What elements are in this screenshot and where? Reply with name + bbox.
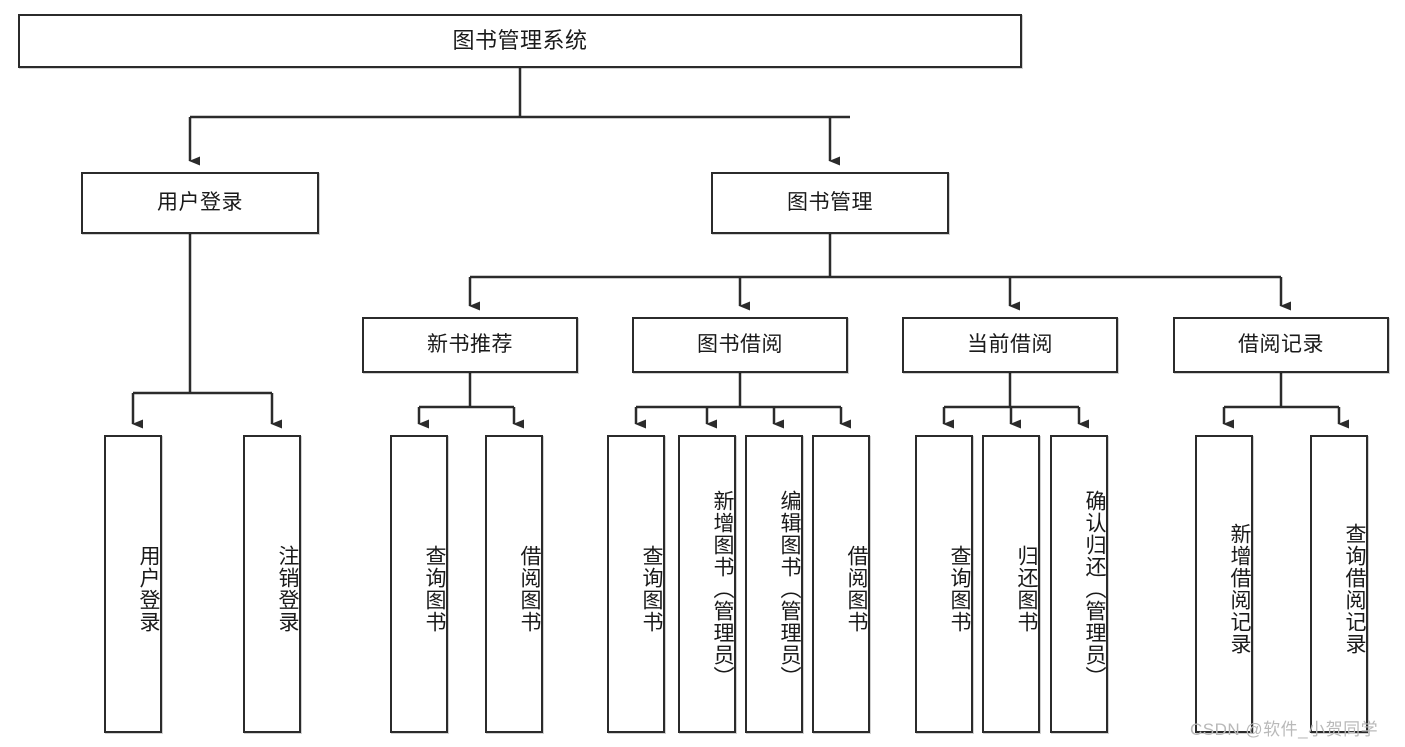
node-label: 图书管理 [787, 191, 873, 215]
node-current-borrow[interactable]: 当前借阅 [902, 317, 1118, 373]
node-label: 确认归还（管理员） [1083, 490, 1106, 688]
node-leaf-user-login[interactable]: 用户登录 [104, 435, 162, 733]
node-leaf-confirm-return[interactable]: 确认归还（管理员） [1050, 435, 1108, 733]
node-leaf-query-book-3[interactable]: 查询图书 [915, 435, 973, 733]
node-label: 图书管理系统 [452, 27, 588, 53]
node-label: 图书借阅 [697, 333, 783, 357]
node-label: 新增图书（管理员） [711, 490, 734, 688]
watermark-text: CSDN @软件_小贺同学 [1190, 720, 1379, 739]
node-leaf-edit-book[interactable]: 编辑图书（管理员） [745, 435, 803, 733]
node-leaf-return-book[interactable]: 归还图书 [982, 435, 1040, 733]
node-leaf-logout-login[interactable]: 注销登录 [243, 435, 301, 733]
node-label: 新增借阅记录 [1228, 523, 1251, 655]
node-label: 注销登录 [276, 545, 299, 633]
node-user-login[interactable]: 用户登录 [81, 172, 319, 234]
node-label: 用户登录 [157, 191, 243, 215]
node-label: 借阅记录 [1238, 333, 1324, 357]
node-book-borrow[interactable]: 图书借阅 [632, 317, 848, 373]
node-label: 归还图书 [1015, 545, 1038, 633]
node-leaf-query-book-2[interactable]: 查询图书 [607, 435, 665, 733]
node-label: 编辑图书（管理员） [778, 490, 801, 688]
node-leaf-borrow-book-1[interactable]: 借阅图书 [485, 435, 543, 733]
node-label: 查询图书 [423, 545, 446, 633]
node-label: 当前借阅 [967, 333, 1053, 357]
node-book-manage[interactable]: 图书管理 [711, 172, 949, 234]
node-label: 查询图书 [640, 545, 663, 633]
node-leaf-add-record[interactable]: 新增借阅记录 [1195, 435, 1253, 733]
node-label: 查询图书 [948, 545, 971, 633]
node-label: 查询借阅记录 [1343, 523, 1366, 655]
node-root-system[interactable]: 图书管理系统 [18, 14, 1022, 68]
node-label: 借阅图书 [845, 545, 868, 633]
node-new-book-recommend[interactable]: 新书推荐 [362, 317, 578, 373]
node-leaf-add-book[interactable]: 新增图书（管理员） [678, 435, 736, 733]
node-leaf-query-record[interactable]: 查询借阅记录 [1310, 435, 1368, 733]
node-label: 新书推荐 [427, 333, 513, 357]
node-label: 借阅图书 [518, 545, 541, 633]
node-label: 用户登录 [137, 545, 160, 633]
node-leaf-query-book-1[interactable]: 查询图书 [390, 435, 448, 733]
node-borrow-record[interactable]: 借阅记录 [1173, 317, 1389, 373]
node-leaf-borrow-book-2[interactable]: 借阅图书 [812, 435, 870, 733]
